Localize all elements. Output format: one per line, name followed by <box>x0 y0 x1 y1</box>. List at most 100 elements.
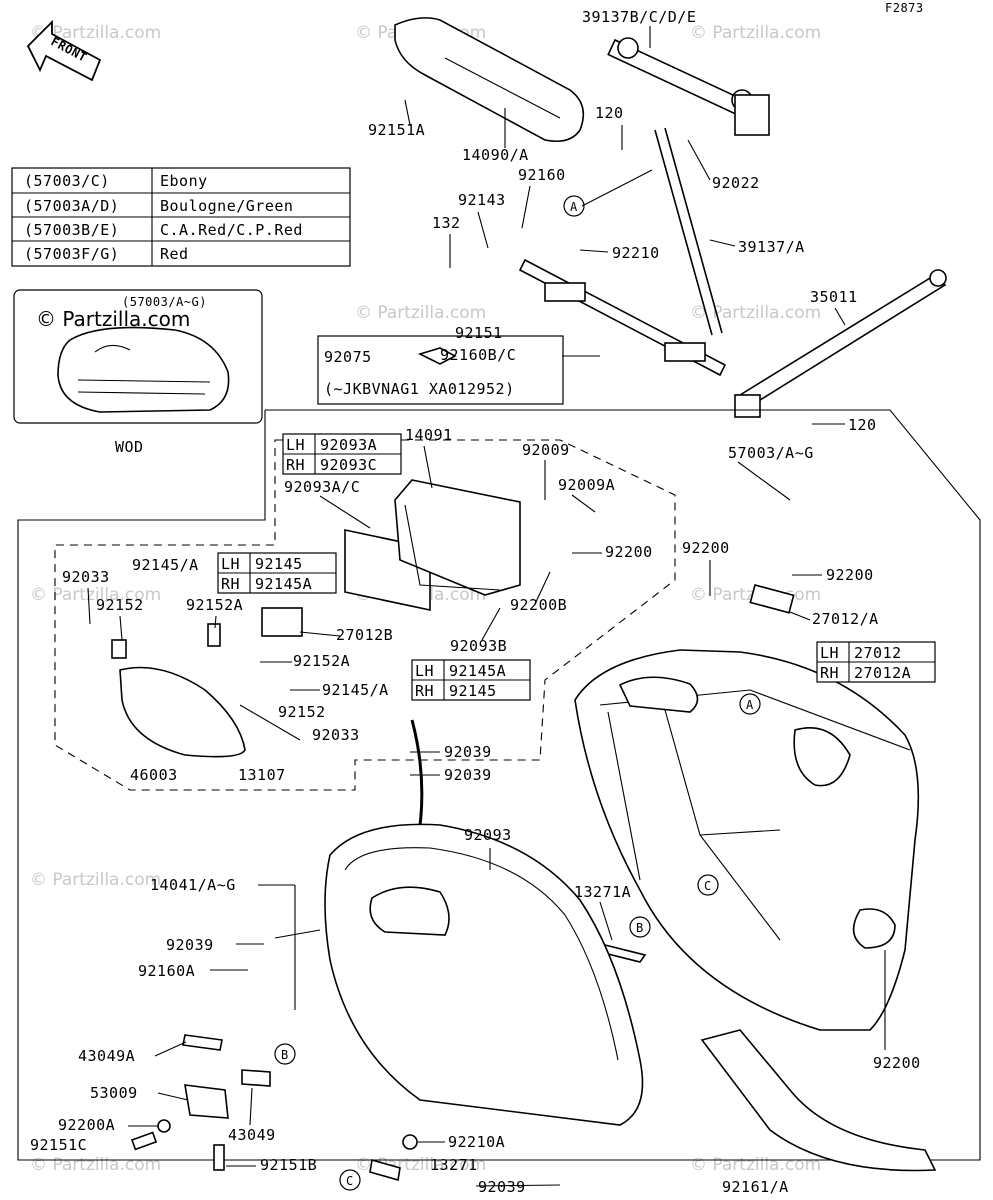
part-labels: 39137B/C/D/E 92151A 14090/A 120 92022 92… <box>30 8 920 1196</box>
part-label: 46003 <box>130 766 178 784</box>
table-cell: 92093A <box>320 436 377 454</box>
part-label: 57003/A~G <box>728 444 814 462</box>
lhrh-table: LH 92145 RH 92145A <box>217 552 337 594</box>
part-label: 92200A <box>58 1116 115 1134</box>
part-label: 92200 <box>826 566 874 584</box>
part-label: 92160B/C <box>440 346 516 364</box>
lower-bracket <box>130 1034 418 1182</box>
part-label: 39137B/C/D/E <box>582 8 696 26</box>
lid-group <box>111 479 521 758</box>
watermark: © Partzilla.com <box>30 585 161 605</box>
part-label: 92152 <box>278 703 326 721</box>
table-cell: LH <box>415 662 434 680</box>
part-label: 13107 <box>238 766 286 784</box>
circle-markers: A A B B C C <box>274 195 761 1191</box>
table-cell: 27012 <box>854 644 902 662</box>
part-label: 92033 <box>312 726 360 744</box>
color-name: Ebony <box>160 172 208 190</box>
color-name: Boulogne/Green <box>160 197 293 215</box>
strip-part <box>700 1029 937 1172</box>
part-label: 92210 <box>612 244 660 262</box>
part-label: 92151A <box>368 121 425 139</box>
table-cell: 92093C <box>320 456 377 474</box>
part-label: 92009 <box>522 441 570 459</box>
inset-caption: WOD <box>115 438 144 456</box>
part-label: 43049A <box>78 1047 135 1065</box>
part-label: 92151 <box>455 324 503 342</box>
lhrh-table: LH 92145A RH 92145 <box>411 659 531 701</box>
ref-circle-c: C <box>346 1174 354 1188</box>
ref-circle-a: A <box>746 698 754 712</box>
table-cell: RH <box>415 682 434 700</box>
watermark: © Partzilla.com <box>690 1155 821 1175</box>
assembly-frame <box>17 410 600 1161</box>
watermark: © Partzilla.com <box>30 1155 161 1175</box>
watermark: © Partzilla.com <box>30 870 161 890</box>
color-name: Red <box>160 245 189 263</box>
table-cell: 92145 <box>255 555 303 573</box>
part-label: 92152A <box>186 596 243 614</box>
part-label: 53009 <box>90 1084 138 1102</box>
color-code: (57003B/E) <box>24 221 119 239</box>
part-label: 120 <box>595 104 624 122</box>
color-name: C.A.Red/C.P.Red <box>160 221 303 239</box>
part-label: 13271A <box>574 883 631 901</box>
part-label: 92200 <box>682 539 730 557</box>
part-label: 13271 <box>430 1156 478 1174</box>
rack-assembly <box>394 17 947 418</box>
part-label: 92093B <box>450 637 507 655</box>
part-label: 92200 <box>605 543 653 561</box>
part-label: 92009A <box>558 476 615 494</box>
part-label: 92145/A <box>322 681 389 699</box>
part-label: 132 <box>432 214 461 232</box>
part-label: 14091 <box>405 426 453 444</box>
part-label: 92152A <box>293 652 350 670</box>
part-label: 92039 <box>478 1178 526 1196</box>
part-label: 14041/A~G <box>150 876 236 894</box>
ref-circle-a: A <box>570 200 578 214</box>
part-label: 92160 <box>518 166 566 184</box>
table-cell: LH <box>221 555 240 573</box>
inset-wod: (57003/A~G) © Partzilla.com WOD <box>13 289 263 456</box>
table-cell: RH <box>820 664 839 682</box>
ref-circle-c: C <box>704 879 712 893</box>
ref-circle-b: B <box>636 921 644 935</box>
part-label: 92039 <box>444 743 492 761</box>
part-label: 27012/A <box>812 610 879 628</box>
color-code: (57003A/D) <box>24 197 119 215</box>
part-label: 92093 <box>464 826 512 844</box>
serial-part: 92075 <box>324 348 372 366</box>
table-cell: 92145A <box>255 575 312 593</box>
part-label: 39137/A <box>738 238 805 256</box>
part-label: 92143 <box>458 191 506 209</box>
part-label: 120 <box>848 416 877 434</box>
dashed-group <box>54 439 676 791</box>
part-label: 92033 <box>62 568 110 586</box>
color-code: (57003/C) <box>24 172 110 190</box>
serial-note: 92075 (~JKBVNAG1 XA012952) <box>317 335 564 405</box>
part-label: 92160A <box>138 962 195 980</box>
leader-lines <box>87 26 886 1187</box>
part-label: 27012B <box>336 626 393 644</box>
part-label: 35011 <box>810 288 858 306</box>
saddlebag-shell <box>574 584 920 1031</box>
part-label: 92093A/C <box>284 478 360 496</box>
table-cell: RH <box>286 456 305 474</box>
part-label: 92151B <box>260 1156 317 1174</box>
lhrh-table: LH 27012 RH 27012A <box>816 641 936 683</box>
part-label: 92039 <box>444 766 492 784</box>
part-label: 92161/A <box>722 1178 789 1196</box>
part-label: 92210A <box>448 1133 505 1151</box>
inset-watermark: © Partzilla.com <box>36 307 190 331</box>
table-cell: LH <box>286 436 305 454</box>
front-lid <box>274 823 644 1126</box>
color-table: (57003/C) Ebony (57003A/D) Boulogne/Gree… <box>11 167 351 267</box>
table-cell: 92145A <box>449 662 506 680</box>
figure-code: F2873 <box>885 1 924 15</box>
ref-circle-b: B <box>281 1048 289 1062</box>
part-label: 92200B <box>510 596 567 614</box>
part-label: 92151C <box>30 1136 87 1154</box>
part-label: 92022 <box>712 174 760 192</box>
